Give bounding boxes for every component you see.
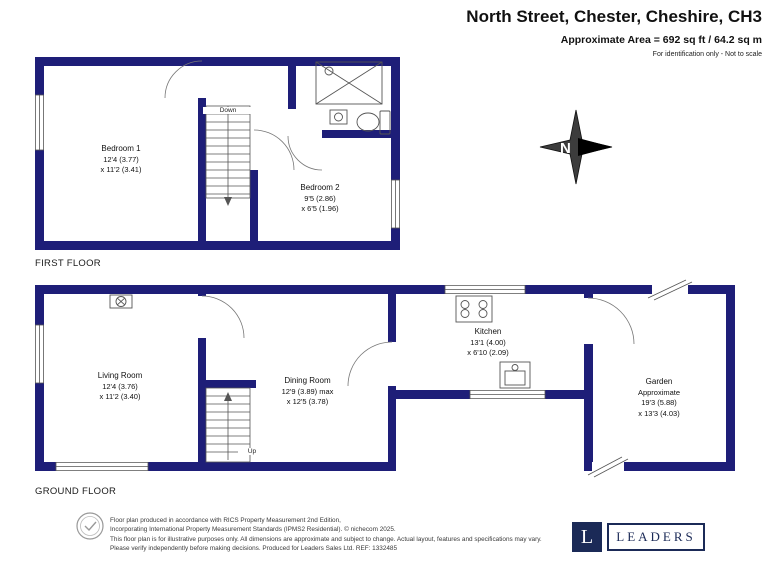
ground-floor-label: GROUND FLOOR [35, 486, 117, 497]
disclaimer-line-4: Please verify independently before makin… [110, 544, 398, 552]
identification-note: For identification only - Not to scale [652, 51, 762, 58]
stairs-first-floor [205, 105, 251, 206]
room-label-living-room: Living Room 12'4 (3.76) x 11'2 (3.40) [97, 371, 143, 402]
disclaimer-line-3: This floor plan is for illustrative purp… [110, 535, 542, 543]
disclaimer-line-2: Incorporating International Property Mea… [110, 526, 396, 534]
room-label-bedroom1: Bedroom 1 12'4 (3.77) x 11'2 (3.41) [100, 144, 142, 175]
bathroom-sink-icon [329, 109, 348, 125]
first-floor-label: FIRST FLOOR [35, 258, 101, 269]
first-floor-plan [35, 57, 400, 250]
toilet-icon [356, 110, 391, 135]
room-label-dining-room: Dining Room 12'9 (3.89) max x 12'5 (3.78… [281, 376, 334, 407]
room-label-garden: Garden Approximate 19'3 (5.88) x 13'3 (4… [637, 377, 681, 419]
stairs-down-label: Down [203, 107, 253, 115]
approximate-area: Approximate Area = 692 sq ft / 64.2 sq m [560, 34, 762, 46]
stairs-up-label: Up [238, 448, 266, 456]
first-floor-windows [35, 94, 400, 229]
ground-floor-windows [35, 279, 693, 478]
leaders-logo-name: LEADERS [607, 523, 705, 551]
page-title: North Street, Chester, Cheshire, CH3 [466, 7, 762, 26]
shower-icon [315, 61, 383, 105]
ground-floor-door-arcs [201, 295, 635, 387]
certification-logo [76, 512, 104, 540]
plan-header: North Street, Chester, Cheshire, CH3 App… [466, 7, 762, 58]
light-fixture-icon [109, 294, 133, 309]
hob-icon [455, 295, 493, 323]
compass-arrow [578, 138, 612, 156]
room-label-bedroom2: Bedroom 2 9'5 (2.86) x 6'5 (1.96) [300, 183, 340, 214]
leaders-logo-initial: L [572, 522, 602, 552]
room-label-kitchen: Kitchen 13'1 (4.00) x 6'10 (2.09) [467, 327, 509, 358]
kitchen-sink-icon [499, 361, 531, 389]
leaders-logo: L LEADERS [572, 522, 705, 552]
compass-north-label: N [560, 140, 571, 157]
compass-north-arrow: N [539, 109, 613, 185]
disclaimer-line-1: Floor plan produced in accordance with R… [110, 517, 341, 524]
ground-floor-plan [35, 279, 735, 478]
disclaimer-text: Floor plan produced in accordance with R… [110, 516, 590, 553]
first-floor-door-arcs [164, 60, 323, 171]
first-floor-walls [35, 57, 400, 250]
